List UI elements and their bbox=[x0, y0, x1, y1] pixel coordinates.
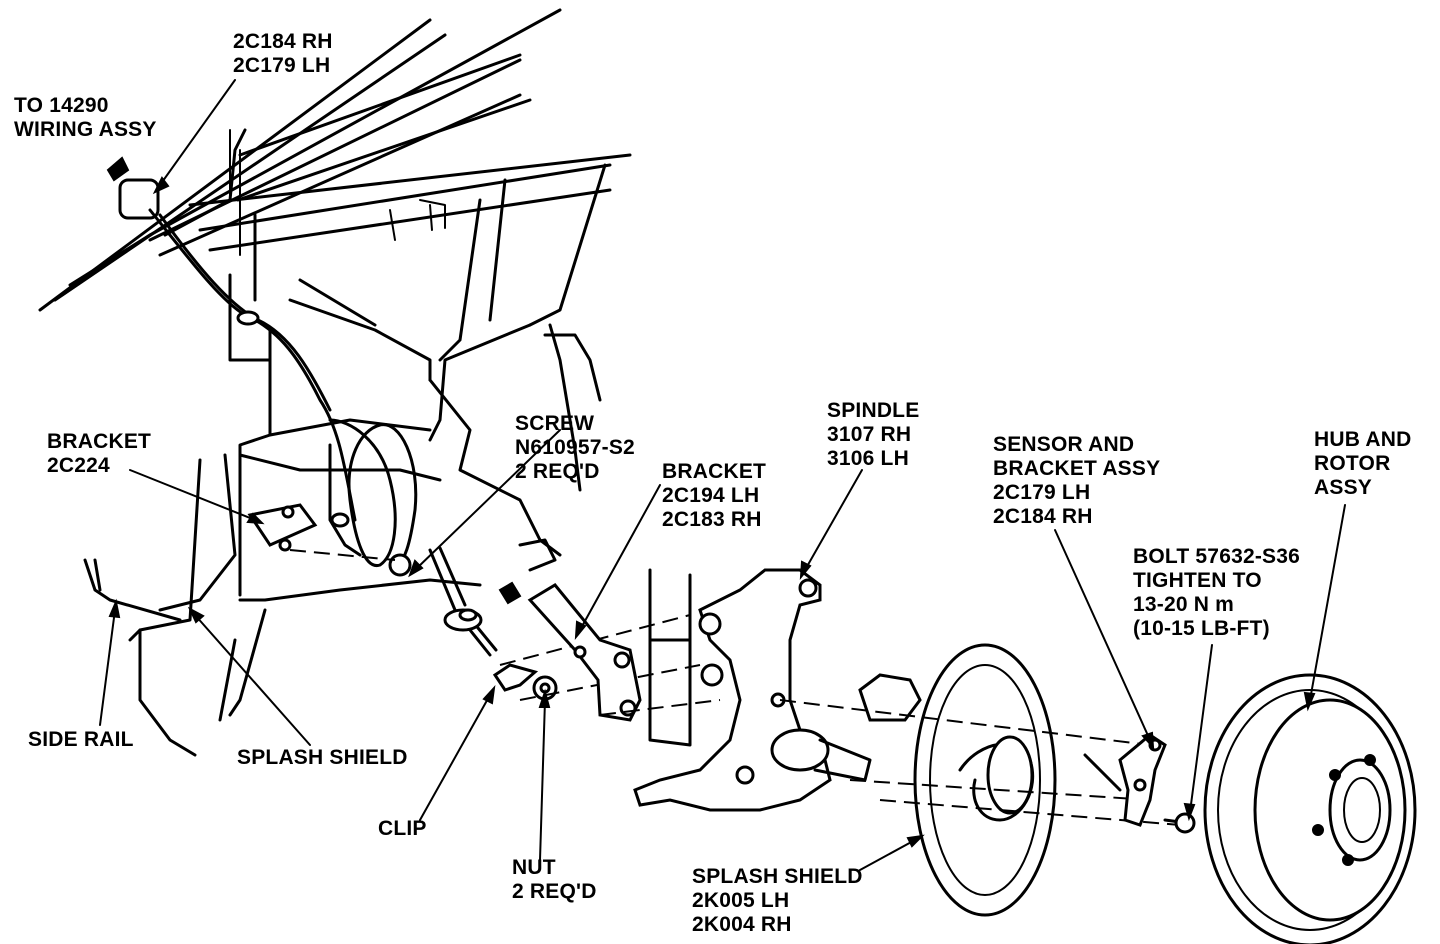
spindle-line-2: 3107 RH bbox=[827, 423, 912, 446]
bracket-2c224-line-2: 2C224 bbox=[47, 454, 110, 477]
side-rail-label: SIDE RAIL bbox=[28, 728, 134, 752]
leader-lines bbox=[99, 79, 1346, 871]
frame-rail-structure bbox=[38, 8, 632, 757]
spindle-line-3: 3106 LH bbox=[827, 447, 909, 470]
sensor-ref-label: 2C184 RH 2C179 LH bbox=[233, 30, 333, 78]
bolt-line-2: TIGHTEN TO bbox=[1133, 569, 1262, 592]
spindle-label: SPINDLE 3107 RH 3106 LH bbox=[827, 399, 919, 471]
screw-line-3: 2 REQ'D bbox=[515, 460, 600, 483]
bracket-2c194-label: BRACKET 2C194 LH 2C183 RH bbox=[662, 460, 766, 532]
bolt-line-4: (10-15 LB-FT) bbox=[1133, 617, 1270, 640]
splash-shield-lower-line-2: 2K005 LH bbox=[692, 889, 790, 912]
sensor-bracket-line-4: 2C184 RH bbox=[993, 505, 1093, 528]
screw-line-1: SCREW bbox=[515, 412, 595, 435]
sensor-bracket-label: SENSOR AND BRACKET ASSY 2C179 LH 2C184 R… bbox=[993, 433, 1160, 529]
nut-line-2: 2 REQ'D bbox=[512, 880, 597, 903]
clip-label: CLIP bbox=[378, 817, 427, 841]
splash-shield-upper-line-1: SPLASH SHIELD bbox=[237, 746, 408, 769]
bolt-label: BOLT 57632-S36 TIGHTEN TO 13-20 N m (10-… bbox=[1133, 545, 1300, 641]
screw-label: SCREW N610957-S2 2 REQ'D bbox=[515, 412, 635, 484]
spindle bbox=[633, 568, 922, 812]
splash-shield-upper-label: SPLASH SHIELD bbox=[237, 746, 408, 770]
sensor-bracket-line-1: SENSOR AND bbox=[993, 433, 1135, 456]
nut-line-1: NUT bbox=[512, 856, 556, 879]
sensor-wire-harness bbox=[118, 178, 418, 577]
to-wiring-line-2: WIRING ASSY bbox=[14, 118, 157, 141]
bracket-2c194-line-1: BRACKET bbox=[662, 460, 767, 483]
side-rail-line-1: SIDE RAIL bbox=[28, 728, 134, 751]
hub-rotor-line-1: HUB AND bbox=[1314, 428, 1412, 451]
sensor-ref-line-1: 2C184 RH bbox=[233, 30, 333, 53]
spindle-line-1: SPINDLE bbox=[827, 399, 920, 422]
hub-rotor-label: HUB AND ROTOR ASSY bbox=[1314, 428, 1411, 500]
splash-shield-lower-line-3: 2K004 RH bbox=[692, 913, 792, 936]
splash-shield-lower-line-1: SPLASH SHIELD bbox=[692, 865, 863, 888]
splash-shield-disc bbox=[779, 643, 1181, 917]
bracket-2c224 bbox=[247, 503, 396, 561]
bracket-2c194-line-3: 2C183 RH bbox=[662, 508, 762, 531]
hub-rotor-line-2: ROTOR bbox=[1314, 452, 1391, 475]
to-wiring-line-1: TO 14290 bbox=[14, 94, 109, 117]
bolt-line-1: BOLT 57632-S36 bbox=[1133, 545, 1300, 568]
bracket-2c194-line-2: 2C194 LH bbox=[662, 484, 760, 507]
to-wiring-label: TO 14290 WIRING ASSY bbox=[14, 94, 157, 142]
hub-and-rotor bbox=[1203, 673, 1417, 944]
bracket-2c194 bbox=[527, 583, 721, 722]
splash-shield-lower-label: SPLASH SHIELD 2K005 LH 2K004 RH bbox=[692, 865, 863, 937]
bolt-line-3: 13-20 N m bbox=[1133, 593, 1235, 616]
nut-label: NUT 2 REQ'D bbox=[512, 856, 597, 904]
sensor-bracket-assembly bbox=[1083, 733, 1167, 827]
bracket-2c224-label: BRACKET 2C224 bbox=[47, 430, 151, 478]
clip-line-1: CLIP bbox=[378, 817, 427, 840]
screw-line-2: N610957-S2 bbox=[515, 436, 635, 459]
sensor-bracket-line-2: BRACKET ASSY bbox=[993, 457, 1161, 480]
sensor-bracket-line-3: 2C179 LH bbox=[993, 481, 1091, 504]
hub-rotor-line-3: ASSY bbox=[1314, 476, 1372, 499]
sensor-ref-line-2: 2C179 LH bbox=[233, 54, 331, 77]
bracket-2c224-line-1: BRACKET bbox=[47, 430, 152, 453]
